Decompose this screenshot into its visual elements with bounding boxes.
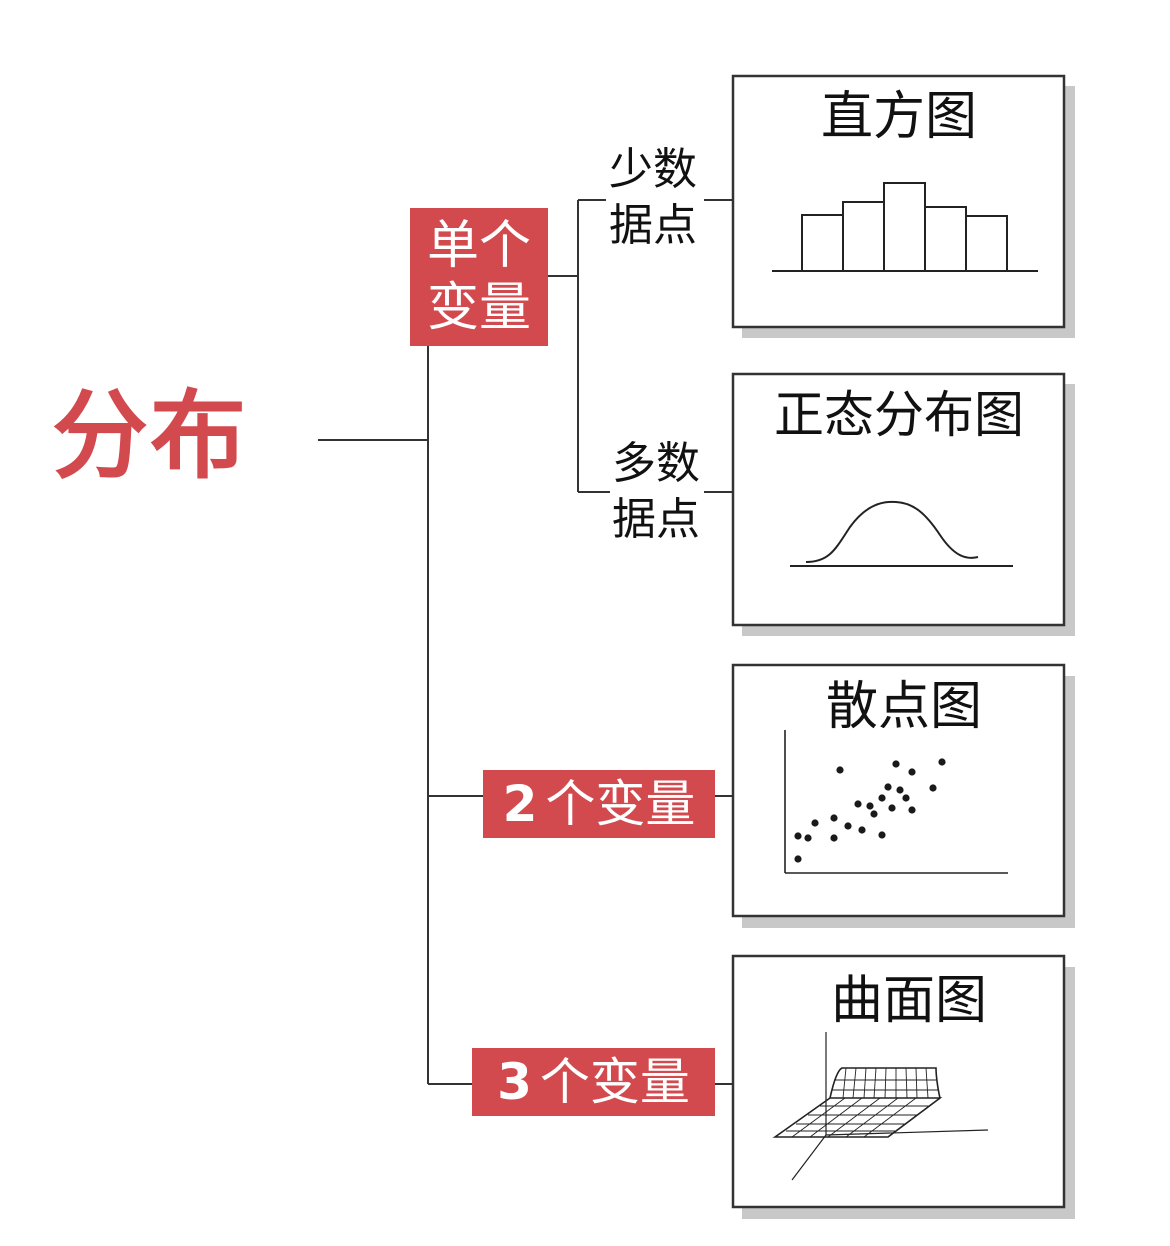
scatter-point: [830, 814, 838, 822]
scatter-point: [804, 834, 812, 842]
bell-curve: [805, 500, 979, 563]
many-data-points-label: 多数据点: [612, 438, 700, 545]
surface-plot-title: 曲面图: [830, 971, 987, 1031]
scatter-point: [858, 826, 866, 834]
normal-sketch: [790, 500, 1013, 567]
surface-y-axis: [791, 1134, 827, 1181]
normal-distribution-title: 正态分布图: [774, 386, 1024, 444]
normal-card: [731, 372, 1066, 627]
scatter-point: [892, 760, 900, 768]
histogram-sketch: [772, 182, 1038, 272]
scatter-point: [884, 783, 892, 791]
histogram-card: [731, 74, 1066, 329]
histogram-bar: [965, 215, 1008, 272]
scatter-point: [794, 832, 802, 840]
surface-sketch: [772, 1032, 989, 1181]
histogram-title: 直方图: [820, 87, 977, 147]
scatter-point: [902, 794, 910, 802]
scatter-point: [811, 819, 819, 827]
scatter-point: [878, 831, 886, 839]
scatter-point: [830, 834, 838, 842]
scatter-point: [888, 804, 896, 812]
three-variables-label: 个变量: [539, 1053, 690, 1111]
surface-grid: [786, 1067, 939, 1138]
scatter-point: [844, 822, 852, 830]
scatter-point: [866, 802, 874, 810]
scatter-point: [794, 855, 802, 863]
scatter-point: [836, 766, 844, 774]
few-data-points-label: 少数据点: [609, 144, 697, 251]
two-variables-number: 2: [502, 775, 538, 833]
scatter-point: [929, 784, 937, 792]
two-variables-label: 个变量: [545, 775, 696, 833]
root-title-distribution: 分布: [52, 380, 248, 492]
scatter-sketch: [784, 730, 1008, 874]
surface-x-axis: [825, 1129, 989, 1136]
scatter-point: [938, 758, 946, 766]
scatter-plot-title: 散点图: [825, 677, 982, 737]
scatter-point: [878, 794, 886, 802]
surface-card: [731, 954, 1066, 1209]
single-variable-label: 单个变量: [426, 216, 531, 338]
scatter-point: [908, 768, 916, 776]
scatter-point: [908, 806, 916, 814]
three-variables-number: 3: [497, 1053, 532, 1111]
single-variable-box: 单个变量: [410, 208, 548, 346]
scatter-point: [896, 786, 904, 794]
scatter-point: [870, 810, 878, 818]
connector-lines: [318, 199, 733, 1085]
scatter-point: [854, 800, 862, 808]
card-frames: [731, 74, 1066, 1209]
surface-ridge: [829, 1067, 941, 1099]
